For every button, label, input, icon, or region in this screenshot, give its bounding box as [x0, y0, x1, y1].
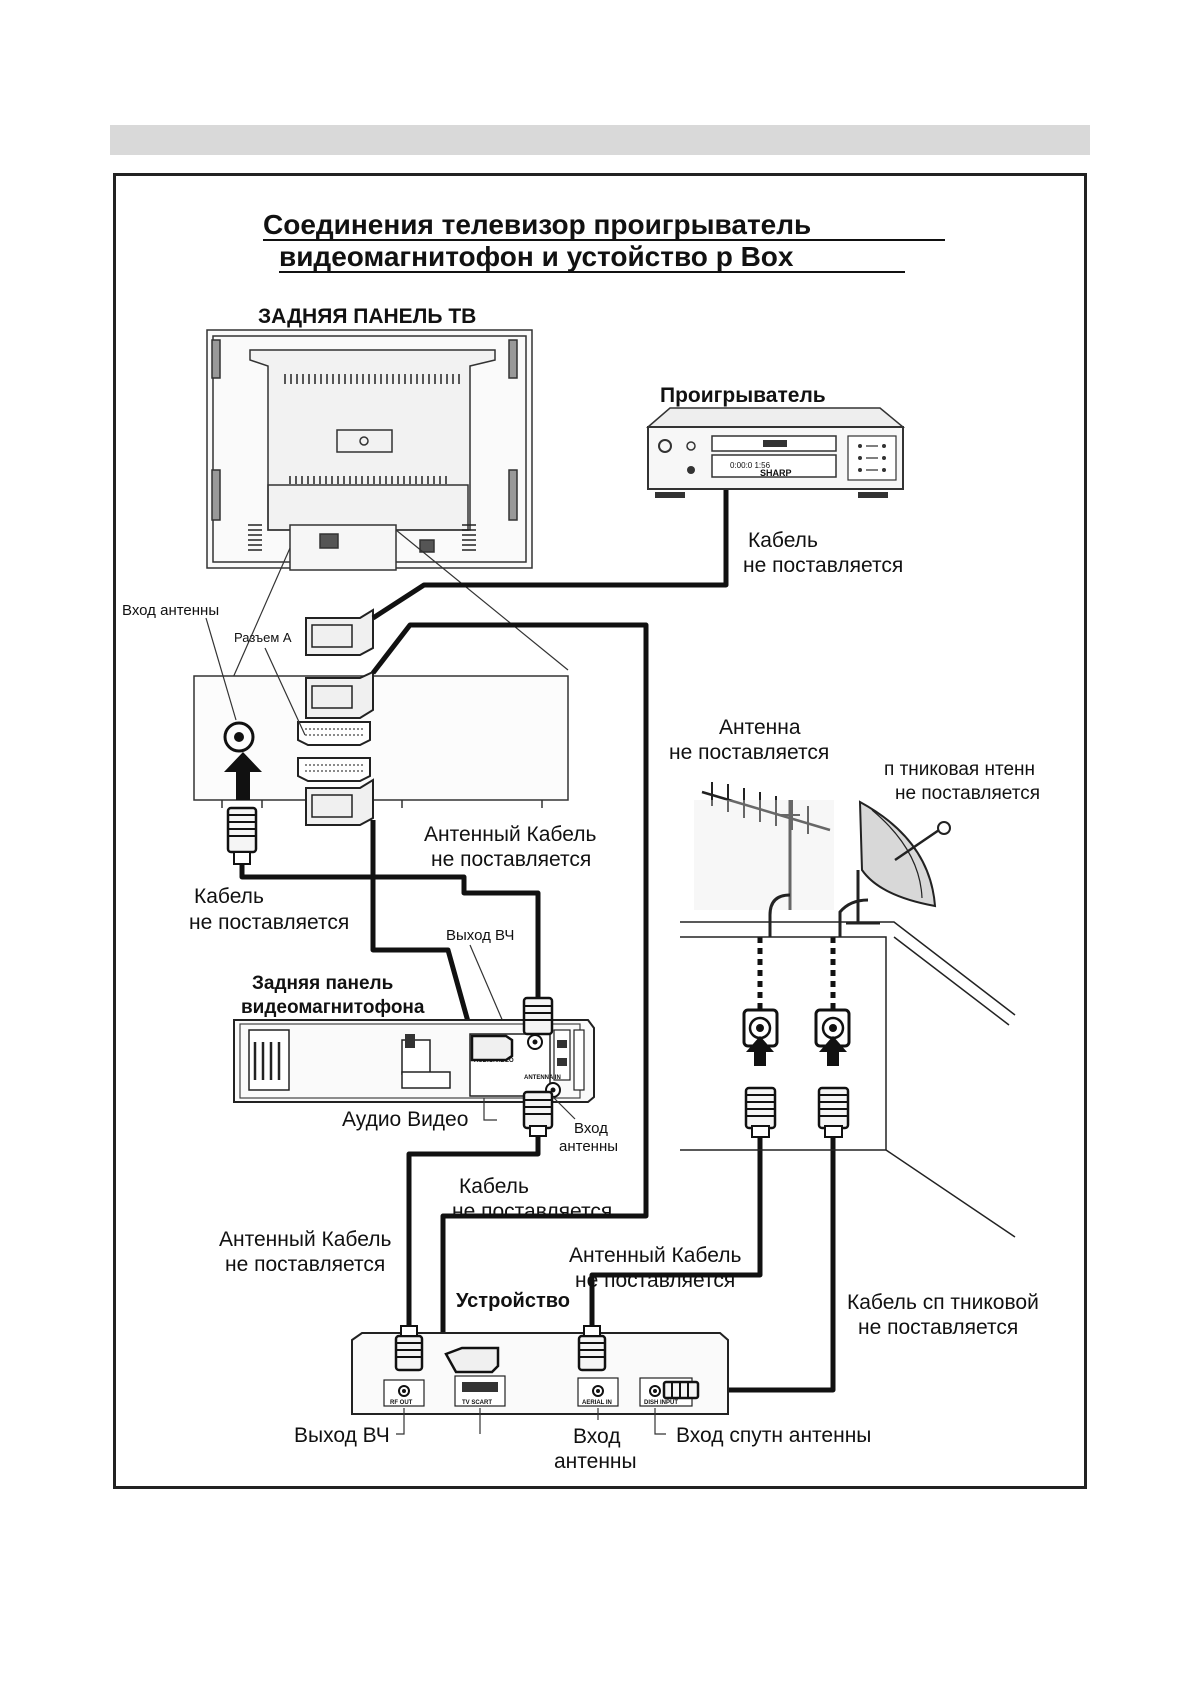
antenna-cable-1-line-1: Антенный Кабель: [424, 823, 596, 846]
device-port-dish-input: DISH INPUT: [644, 1400, 678, 1406]
dish-cable-line-2: не поставляется: [858, 1316, 1018, 1339]
player-illustration: [645, 407, 906, 498]
dish-cable-line-1: Кабель сп тниковой: [847, 1291, 1039, 1314]
title-line-2: видеомагнитофон и устойство р Box: [279, 241, 794, 272]
header-bar: [110, 125, 1090, 155]
tv-back-illustration: [206, 329, 533, 571]
cable-middle-line-1: Кабель: [459, 1175, 529, 1198]
vcr-audio-video-leader: [483, 1098, 497, 1121]
device-aerial-in-plug: [577, 1325, 607, 1372]
vcr-rf-out-plug: [522, 996, 554, 1036]
tv-antenna-in-label: Вход антенны: [122, 602, 219, 619]
antenna-in-leader: [205, 617, 237, 721]
antenna-label-line-1: Антенна: [719, 716, 801, 739]
vcr-audio-video-label: Аудио Видео: [342, 1108, 468, 1131]
wall-plug-dish: [817, 1086, 850, 1138]
device-scart-plug: [444, 1346, 500, 1374]
antenna-cable-2-line-1: Антенный Кабель: [219, 1228, 391, 1251]
vcr-antenna-in-plug: [522, 1090, 554, 1137]
tv-panel-closeup: [193, 675, 569, 808]
tv-vents: [248, 374, 476, 551]
device-dish-leader: [654, 1408, 666, 1435]
title-line-1: Соединения телевизор проигрыватель: [263, 209, 811, 240]
scart-plug-2: [305, 670, 374, 719]
cable-left-line-2: не поставляется: [189, 911, 349, 934]
device-rf-out-plug: [394, 1325, 424, 1372]
tv-back-label: ЗАДНЯЯ ПАНЕЛЬ ТВ: [258, 305, 476, 328]
cable-middle-line-2: не поставляется: [452, 1200, 612, 1223]
wall-dotted-cables: [757, 937, 836, 1010]
dish-label-line-1: п тниковая нтенн: [884, 759, 1035, 780]
antenna-socket: [223, 721, 255, 753]
antenna-cable-1-line-2: не поставляется: [431, 848, 591, 871]
vcr-antenna-in-leader: [552, 1096, 576, 1120]
connector-a-label: Разъем А: [234, 630, 292, 645]
cable-left-line-1: Кабель: [194, 885, 264, 908]
vcr-antenna-in-line-2: антенны: [559, 1138, 618, 1155]
scart-socket-lower: [297, 757, 371, 782]
antenna-cable-3-line-2: не поставляется: [575, 1269, 735, 1292]
antenna-cable-3-line-1: Антенный Кабель: [569, 1244, 741, 1267]
wall-socket-antenna: [742, 1008, 779, 1066]
tv-rf-plug: [224, 752, 262, 865]
vcr-port-antenna-in: ANTENNA IN: [524, 1075, 561, 1081]
vcr-label-line-1: Задняя панель: [252, 973, 393, 994]
player-cable-line-1: Кабель: [748, 529, 818, 552]
satellite-dish: [838, 800, 951, 937]
device-port-aerial-in: AERIAL IN: [582, 1400, 612, 1406]
device-sat-in-label: Вход спутн антенны: [676, 1424, 871, 1447]
wall-plug-antenna: [744, 1086, 777, 1138]
device-rf-out-leader: [396, 1408, 405, 1435]
connector-a-leader: [264, 647, 306, 736]
device-label: Устройство: [456, 1290, 570, 1312]
scart-plug-1: [305, 608, 374, 656]
device-illustration: [351, 1332, 729, 1415]
player-label: Проигрыватель: [660, 384, 826, 407]
zoom-line-right: [395, 529, 569, 671]
device-antenna-in-line-2: антенны: [554, 1450, 637, 1473]
vcr-scart-plug: [470, 1034, 514, 1062]
player-cable-line-2: не поставляется: [743, 554, 903, 577]
scart-socket-upper: [297, 721, 371, 746]
scart-plug-3: [305, 778, 374, 826]
device-dish-plug: [662, 1380, 700, 1400]
dish-label-line-2: не поставляется: [895, 783, 1040, 804]
antenna-label-line-2: не поставляется: [669, 741, 829, 764]
wall-socket-dish: [814, 1008, 851, 1066]
device-antenna-in-line-1: Вход: [573, 1425, 621, 1448]
device-port-tv-scart: TV SCART: [462, 1400, 492, 1406]
vcr-label-line-2: видеомагнитофона: [241, 997, 425, 1018]
diagram-frame: [113, 173, 1087, 1489]
antenna-cable-2-line-2: не поставляется: [225, 1253, 385, 1276]
vcr-antenna-in-line-1: Вход: [574, 1120, 608, 1137]
device-rf-out-label: Выход ВЧ: [294, 1424, 390, 1447]
device-port-rf-out: RF OUT: [390, 1400, 413, 1406]
player-display: 0:00:0 1:56: [730, 461, 771, 470]
vcr-rf-out-label: Выход ВЧ: [446, 927, 514, 944]
terrestrial-antenna: [694, 782, 834, 937]
player-brand: SHARP: [760, 468, 792, 478]
building-wall: [680, 921, 1016, 1238]
zoom-line-left: [231, 547, 291, 681]
